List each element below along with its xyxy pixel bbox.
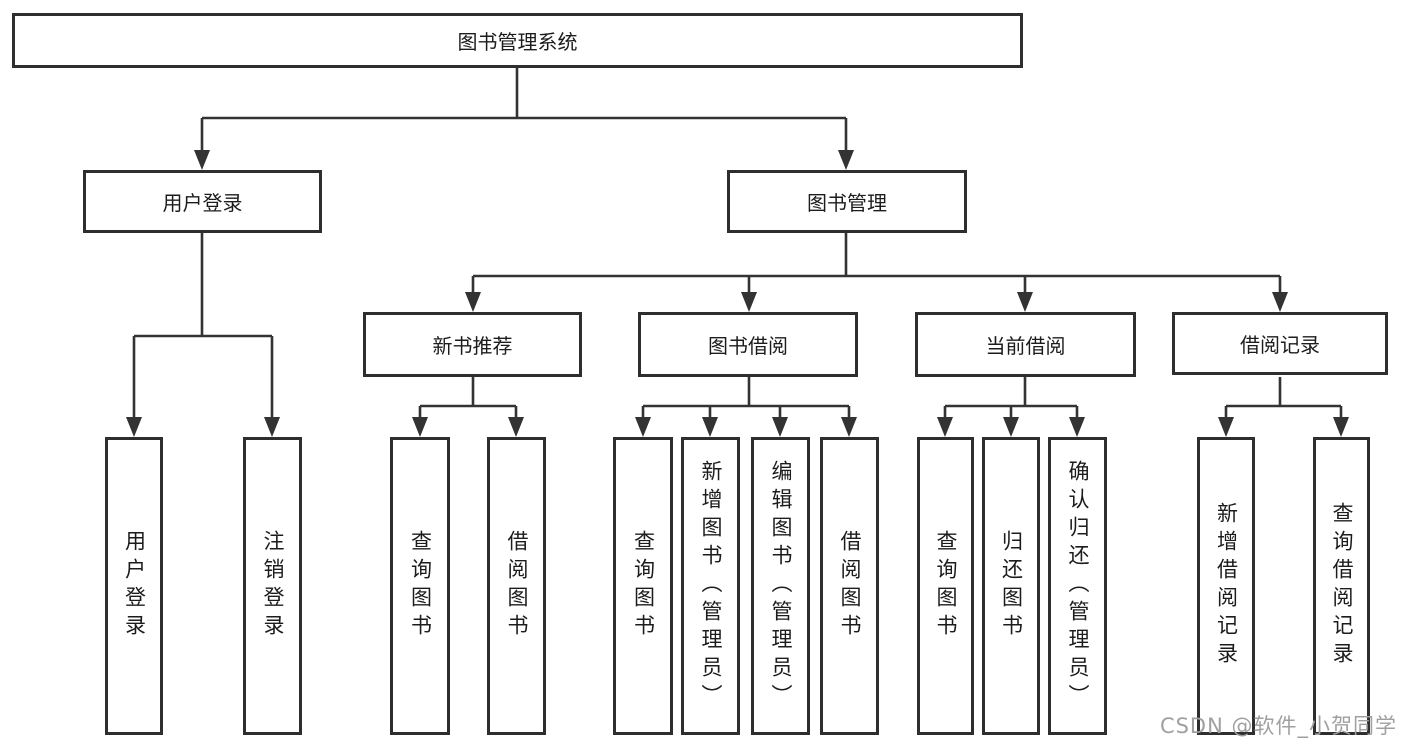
leaf-add-books-admin-label: 新增图书（管理员） [699,460,723,712]
node-new-book-recommend: 新书推荐 [363,312,582,377]
node-borrow-records: 借阅记录 [1172,312,1388,375]
leaf-confirm-return-admin: 确认归还（管理员） [1048,437,1107,735]
leaf-query-books-current-label: 查询图书 [934,530,958,642]
leaf-borrow-books: 借阅图书 [820,437,879,735]
leaf-return-books-label: 归还图书 [999,530,1024,642]
leaf-return-books: 归还图书 [982,437,1040,735]
leaf-borrow-books-newbooks-label: 借阅图书 [505,530,529,642]
leaf-user-login: 用户登录 [105,437,163,735]
node-root-label: 图书管理系统 [457,30,578,54]
leaf-borrow-books-label: 借阅图书 [838,530,862,642]
node-current-borrow-label: 当前借阅 [985,334,1066,358]
arrow-down-icon [702,417,718,437]
node-root: 图书管理系统 [12,13,1023,68]
leaf-query-books-newbooks-label: 查询图书 [408,530,433,642]
node-user-login-label: 用户登录 [162,191,243,215]
leaf-query-books-borrow: 查询图书 [613,437,673,735]
arrow-down-icon [741,292,757,312]
node-book-borrow-label: 图书借阅 [708,334,788,358]
arrow-down-icon [126,417,142,437]
arrow-down-icon [508,417,524,437]
arrow-down-icon [1069,417,1085,437]
leaf-query-books-current: 查询图书 [917,437,974,735]
arrow-down-icon [194,150,210,170]
leaf-add-books-admin: 新增图书（管理员） [681,437,740,735]
arrow-down-icon [937,417,953,437]
connector-paths [132,66,1343,421]
leaf-confirm-return-admin-label: 确认归还（管理员） [1066,460,1090,712]
leaf-query-borrow-record-label: 查询借阅记录 [1330,502,1354,670]
leaf-logout: 注销登录 [243,437,302,735]
node-current-borrow: 当前借阅 [915,312,1136,377]
arrow-down-icon [412,417,428,437]
arrow-down-icon [635,417,651,437]
arrow-down-icon [841,417,857,437]
node-book-management-label: 图书管理 [807,191,887,215]
arrow-down-icon [772,417,788,437]
arrow-down-icon [264,417,280,437]
leaf-query-books-newbooks: 查询图书 [390,437,450,735]
arrow-down-icon [465,292,481,312]
arrow-down-icon [1218,417,1234,437]
leaf-user-login-label: 用户登录 [122,530,147,642]
node-new-book-recommend-label: 新书推荐 [432,334,513,358]
leaf-query-books-borrow-label: 查询图书 [631,530,656,642]
leaf-query-borrow-record: 查询借阅记录 [1313,437,1370,735]
leaf-logout-label: 注销登录 [261,530,285,642]
watermark: CSDN @软件_小贺同学 [1159,714,1397,738]
arrow-down-icon [838,150,854,170]
node-user-login: 用户登录 [83,170,322,233]
arrow-down-icon [1272,292,1288,312]
arrow-down-icon [1003,417,1019,437]
node-book-borrow: 图书借阅 [638,312,858,377]
leaf-add-borrow-record-label: 新增借阅记录 [1214,502,1239,670]
leaf-borrow-books-newbooks: 借阅图书 [487,437,546,735]
node-book-management: 图书管理 [727,170,967,233]
leaf-edit-books-admin-label: 编辑图书（管理员） [769,460,793,712]
node-borrow-records-label: 借阅记录 [1240,333,1320,357]
arrow-down-icon [1017,292,1033,312]
leaf-edit-books-admin: 编辑图书（管理员） [751,437,810,735]
leaf-add-borrow-record: 新增借阅记录 [1197,437,1255,735]
arrowhead-icons [126,150,1349,437]
arrow-down-icon [1333,417,1349,437]
